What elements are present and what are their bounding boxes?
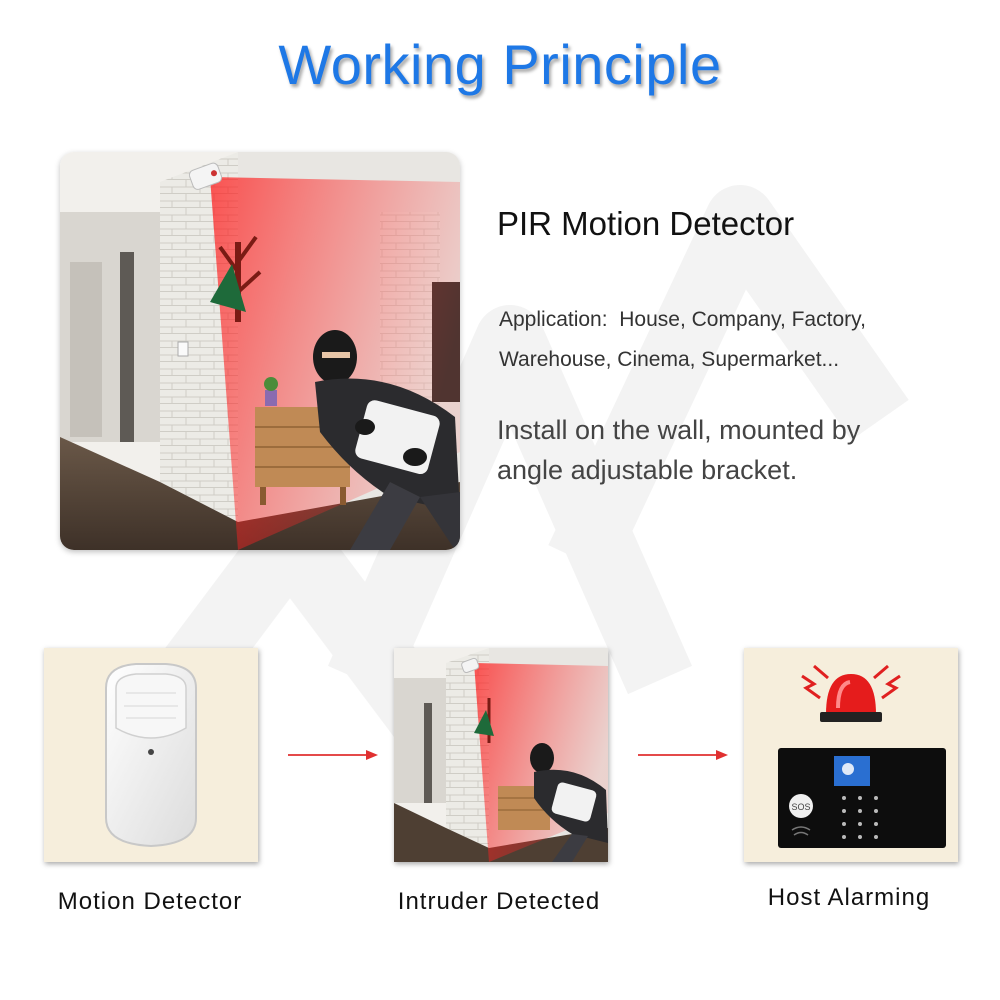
pir-sensor-icon	[105, 663, 197, 848]
step-card-motion-detector	[44, 648, 258, 862]
arrow-icon-2	[638, 750, 728, 760]
install-line-1: Install on the wall, mounted by	[497, 415, 861, 445]
sos-label: SOS	[791, 802, 810, 812]
caption-intruder-detected: Intruder Detected	[397, 888, 601, 915]
step-card-intruder-detected	[394, 648, 608, 862]
application-line-2: Warehouse, Cinema, Supermarket...	[499, 348, 840, 371]
intruder-scene-icon	[394, 648, 608, 862]
arrow-icon-1	[288, 750, 378, 760]
application-text: Application: House, Company, Factory, Wa…	[499, 300, 969, 380]
application-line-1: Application: House, Company, Factory,	[499, 308, 866, 331]
install-line-2: angle adjustable bracket.	[497, 455, 798, 485]
page-title: Working Principle	[278, 33, 722, 96]
caption-host-alarming: Host Alarming	[767, 884, 931, 911]
application-label: Application:	[499, 308, 608, 331]
detector-heading: PIR Motion Detector	[497, 205, 795, 242]
caption-motion-detector: Motion Detector	[57, 888, 243, 915]
install-text: Install on the wall, mounted by angle ad…	[497, 410, 967, 490]
siren-icon	[801, 664, 901, 722]
room-scene-image	[60, 152, 460, 550]
alarm-host-icon: SOS	[778, 748, 946, 848]
step-card-host-alarming: SOS	[744, 648, 958, 862]
